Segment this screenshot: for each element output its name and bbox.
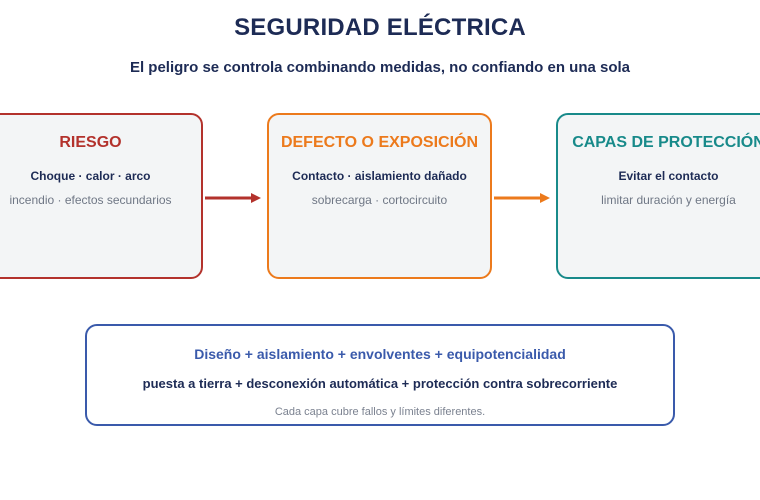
summary-note: Cada capa cubre fallos y límites diferen… bbox=[274, 406, 486, 418]
page-subtitle: El peligro se controla combinando medida… bbox=[129, 59, 631, 76]
right-arrow-icon bbox=[205, 193, 261, 203]
summary-line-2: puesta a tierra + desconexión automática… bbox=[142, 376, 618, 391]
defect-exposure-box: DEFECTO O EXPOSICIÓN Contacto · aislamie… bbox=[267, 113, 492, 279]
layers-main-text: Evitar el contacto bbox=[618, 169, 719, 183]
defect-heading: DEFECTO O EXPOSICIÓN bbox=[280, 134, 479, 151]
risk-heading: RIESGO bbox=[59, 134, 122, 151]
defect-main-text: Contacto · aislamiento dañado bbox=[292, 169, 467, 183]
risk-box: RIESGO Choque · calor · arco incendio · … bbox=[0, 113, 203, 279]
summary-line-1: Diseño + aislamiento + envolventes + equ… bbox=[194, 346, 566, 362]
layers-heading: CAPAS DE PROTECCIÓN bbox=[572, 134, 760, 151]
layers-sub-text: limitar duración y energía bbox=[601, 193, 736, 207]
summary-box: Diseño + aislamiento + envolventes + equ… bbox=[85, 324, 675, 426]
right-arrow-icon bbox=[494, 193, 550, 203]
risk-sub-text: incendio · efectos secundarios bbox=[9, 193, 172, 207]
risk-main-text: Choque · calor · arco bbox=[30, 169, 151, 183]
defect-sub-text: sobrecarga · cortocircuito bbox=[311, 193, 448, 207]
page-title: SEGURIDAD ELÉCTRICA bbox=[234, 14, 526, 41]
protection-layers-box: CAPAS DE PROTECCIÓN Evitar el contacto l… bbox=[556, 113, 760, 279]
